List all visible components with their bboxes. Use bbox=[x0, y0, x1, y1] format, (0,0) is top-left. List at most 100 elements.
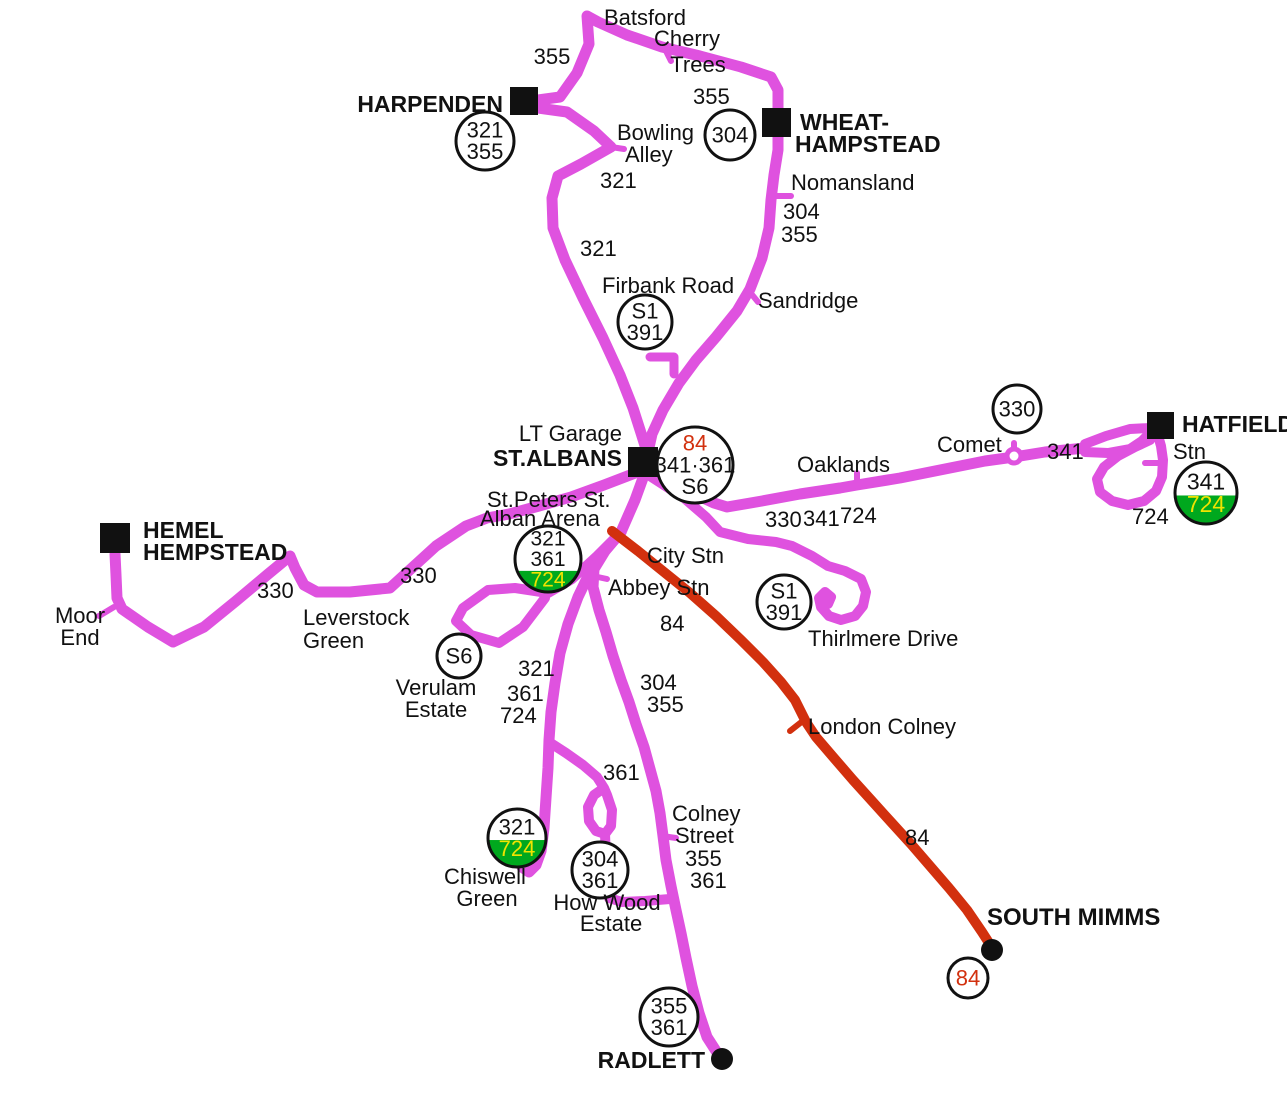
map-label-verulam: Verulam bbox=[396, 675, 477, 700]
abbey-stn-tick bbox=[590, 573, 610, 582]
map-label-comet: Comet bbox=[937, 432, 1002, 457]
map-label-304: 304 bbox=[783, 199, 820, 224]
terminus-dot-south-mimms bbox=[981, 939, 1003, 961]
map-label-321: 321 bbox=[580, 236, 617, 261]
map-label-london-colney: London Colney bbox=[808, 714, 956, 739]
map-label-street: Street bbox=[675, 823, 734, 848]
map-label-724: 724 bbox=[840, 503, 877, 528]
map-label-hatfield: HATFIELD bbox=[1182, 411, 1287, 437]
station-marker-hemel-hempstead bbox=[100, 523, 130, 553]
route-st-albans-south-stem bbox=[615, 472, 649, 538]
map-label-how-wood: How Wood bbox=[553, 890, 660, 915]
route-badge: 84 bbox=[946, 956, 990, 1000]
map-label-stn: Stn bbox=[1173, 439, 1206, 464]
map-label-355: 355 bbox=[685, 846, 722, 871]
map-label-361: 361 bbox=[507, 681, 544, 706]
map-label-341: 341 bbox=[803, 506, 840, 531]
map-label-330: 330 bbox=[257, 578, 294, 603]
route-badge-text: 330 bbox=[999, 396, 1036, 421]
map-label-361: 361 bbox=[690, 868, 727, 893]
map-label-hemel: HEMEL bbox=[143, 517, 224, 543]
route-badge-text: 304 bbox=[712, 122, 749, 147]
map-label-lt-garage: LT Garage bbox=[519, 421, 622, 446]
map-label-colney: Colney bbox=[672, 801, 740, 826]
map-label-355: 355 bbox=[781, 222, 818, 247]
route-route-84-south-mimms bbox=[607, 526, 996, 951]
map-label-thirlmere-drive: Thirlmere Drive bbox=[808, 626, 958, 651]
terminus-dot-radlett bbox=[711, 1048, 733, 1070]
map-label-city-stn: City Stn bbox=[647, 543, 724, 568]
route-badge: S6 bbox=[435, 632, 483, 680]
map-label-304: 304 bbox=[640, 670, 677, 695]
map-label-alley: Alley bbox=[625, 142, 673, 167]
route-badge-text: 84 bbox=[956, 965, 980, 990]
bowling-alley-tick bbox=[608, 144, 627, 152]
route-badge: 304 bbox=[703, 108, 757, 162]
route-radlett-branch-304-355-361 bbox=[587, 526, 728, 1063]
map-label-361: 361 bbox=[603, 760, 640, 785]
cherry-trees-tick bbox=[661, 44, 674, 64]
route-wheathampstead-st-albans-304-355 bbox=[642, 130, 784, 458]
map-label-green: Green bbox=[303, 628, 364, 653]
station-marker-hatfield bbox=[1147, 412, 1174, 439]
london-colney-tick bbox=[787, 717, 807, 734]
map-label-355: 355 bbox=[534, 44, 571, 69]
map-label-724: 724 bbox=[500, 703, 537, 728]
map-label-bowling: Bowling bbox=[617, 120, 694, 145]
map-label-724: 724 bbox=[1132, 504, 1169, 529]
map-label-330: 330 bbox=[765, 507, 802, 532]
map-label-84: 84 bbox=[905, 825, 929, 850]
route-firbank-road-spur-s1-391 bbox=[645, 352, 679, 379]
map-label-321: 321 bbox=[518, 656, 555, 681]
map-label-abbey-stn: Abbey Stn bbox=[608, 575, 710, 600]
comet-node bbox=[1004, 446, 1024, 466]
route-batsford-loop-355 bbox=[532, 10, 784, 124]
map-label-batsford: Batsford bbox=[604, 5, 686, 30]
colney-street-tick bbox=[659, 833, 679, 841]
map-label-radlett: RADLETT bbox=[598, 1047, 705, 1073]
map-label-south-mimms: SOUTH MIMMS bbox=[987, 904, 1160, 931]
station-marker-wheathampstead bbox=[762, 108, 791, 137]
map-label-estate: Estate bbox=[580, 911, 642, 936]
sandridge-tick bbox=[746, 288, 761, 305]
map-label-hampstead: HAMPSTEAD bbox=[795, 131, 941, 157]
map-label-estate: Estate bbox=[405, 697, 467, 722]
map-label-green: Green bbox=[456, 886, 517, 911]
map-label-355: 355 bbox=[647, 692, 684, 717]
route-harpenden-st-albans-321 bbox=[532, 102, 653, 458]
map-label-nomansland: Nomansland bbox=[791, 170, 915, 195]
map-label-341: 341 bbox=[1047, 439, 1084, 464]
map-label-wheat: WHEAT- bbox=[800, 109, 889, 135]
moor-end-tick bbox=[96, 604, 117, 619]
map-label-firbank-road: Firbank Road bbox=[602, 273, 734, 298]
route-hemel-st-albans-330 bbox=[109, 466, 644, 648]
map-label-alban-arena: Alban Arena bbox=[480, 506, 601, 531]
map-label-cherry: Cherry bbox=[654, 26, 720, 51]
map-label-321: 321 bbox=[600, 168, 637, 193]
map-label-end: End bbox=[60, 625, 99, 650]
map-label-chiswell: Chiswell bbox=[444, 864, 526, 889]
map-label-st-albans: ST.ALBANS bbox=[493, 445, 622, 471]
route-city-thirlmere-s1-391 bbox=[645, 471, 871, 625]
map-label-sandridge: Sandridge bbox=[758, 288, 858, 313]
